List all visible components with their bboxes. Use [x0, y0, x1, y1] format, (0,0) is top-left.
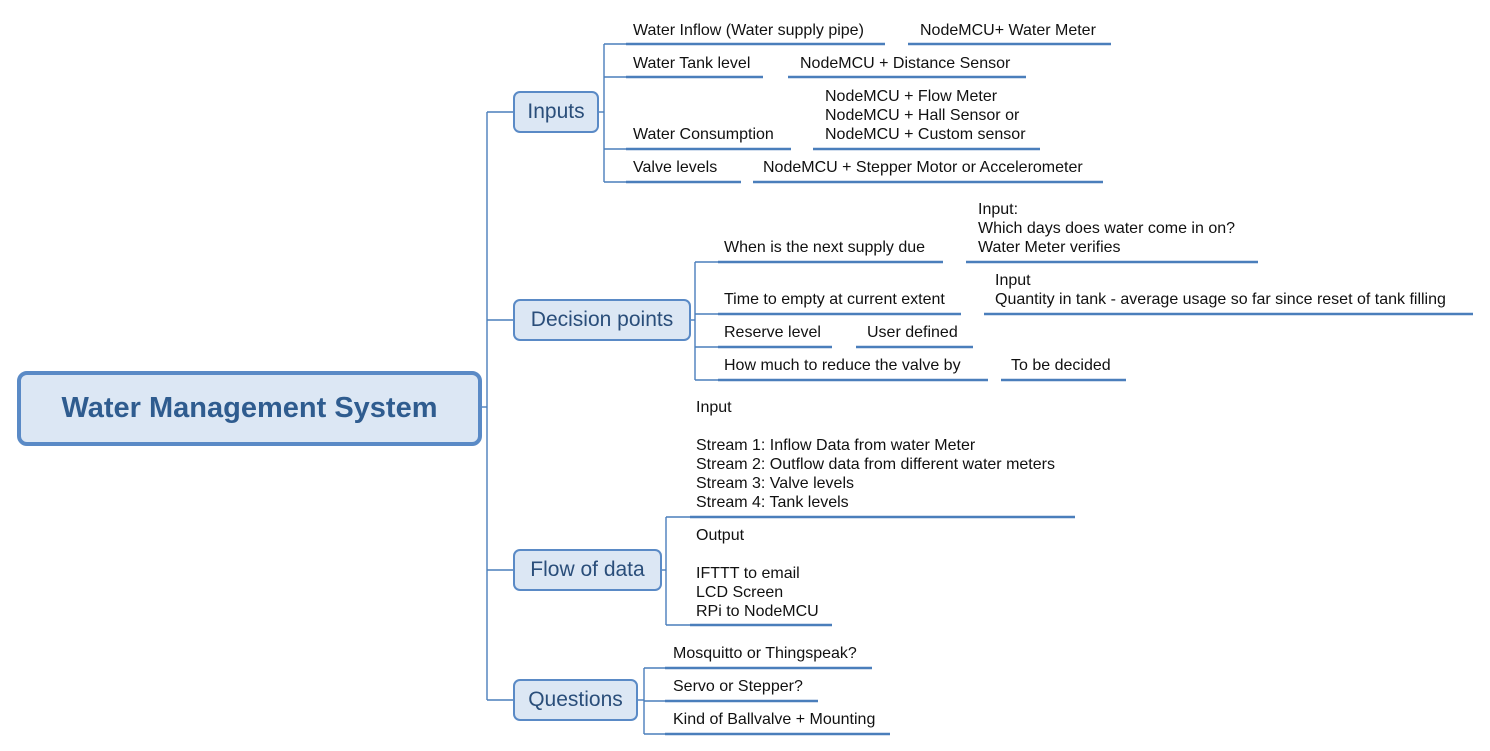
input-detail-tank-level[interactable]: NodeMCU + Distance Sensor [800, 55, 1011, 72]
input-detail-valve-levels[interactable]: NodeMCU + Stepper Motor or Accelerometer [763, 159, 1083, 176]
flow-output-line[interactable]: IFTTT to email [696, 565, 800, 582]
input-detail-water-inflow[interactable]: NodeMCU+ Water Meter [920, 22, 1096, 39]
flow-input-line[interactable]: Stream 3: Valve levels [696, 475, 854, 492]
flow-output-line[interactable]: LCD Screen [696, 584, 784, 601]
decision-topic-time-to-empty[interactable]: Time to empty at current extent [724, 291, 945, 308]
branch-decision-points[interactable]: Decision points [513, 299, 691, 341]
input-detail-consumption-line[interactable]: NodeMCU + Hall Sensor or [825, 107, 1020, 124]
flow-input-line[interactable]: Input [696, 399, 732, 416]
decision-detail-time-to-empty-line[interactable]: Input [995, 272, 1031, 289]
decision-detail-next-supply-line[interactable]: Water Meter verifies [978, 239, 1121, 256]
input-topic-valve-levels[interactable]: Valve levels [633, 159, 718, 176]
flow-output-line[interactable]: RPi to NodeMCU [696, 603, 819, 620]
decision-detail-next-supply-line[interactable]: Which days does water come in on? [978, 220, 1236, 237]
input-topic-water-consumption[interactable]: Water Consumption [633, 126, 774, 143]
branch-questions[interactable]: Questions [513, 679, 638, 721]
input-detail-consumption-line[interactable]: NodeMCU + Custom sensor [825, 126, 1026, 143]
decision-topic-reserve-level[interactable]: Reserve level [724, 324, 821, 341]
flow-input-line[interactable]: Stream 1: Inflow Data from water Meter [696, 437, 976, 454]
flow-output-line[interactable]: Output [696, 527, 745, 544]
decision-topic-reduce-valve[interactable]: How much to reduce the valve by [724, 357, 961, 374]
input-topic-water-inflow[interactable]: Water Inflow (Water supply pipe) [633, 22, 864, 39]
central-topic[interactable]: Water Management System [17, 371, 482, 446]
decision-detail-reduce-valve[interactable]: To be decided [1011, 357, 1111, 374]
flow-input-line[interactable]: Stream 2: Outflow data from different wa… [696, 456, 1055, 473]
decision-topic-next-supply[interactable]: When is the next supply due [724, 239, 926, 256]
branch-inputs[interactable]: Inputs [513, 91, 599, 133]
question-item[interactable]: Kind of Ballvalve + Mounting [673, 711, 876, 728]
input-detail-consumption-line[interactable]: NodeMCU + Flow Meter [825, 88, 998, 105]
question-item[interactable]: Servo or Stepper? [673, 678, 803, 695]
input-topic-tank-level[interactable]: Water Tank level [633, 55, 751, 72]
question-item[interactable]: Mosquitto or Thingspeak? [673, 645, 857, 662]
decision-detail-time-to-empty-line[interactable]: Quantity in tank - average usage so far … [995, 291, 1446, 308]
decision-detail-reserve-level[interactable]: User defined [867, 324, 958, 341]
branch-flow-of-data[interactable]: Flow of data [513, 549, 662, 591]
flow-input-line[interactable]: Stream 4: Tank levels [696, 494, 849, 511]
decision-detail-next-supply-line[interactable]: Input: [978, 201, 1019, 218]
